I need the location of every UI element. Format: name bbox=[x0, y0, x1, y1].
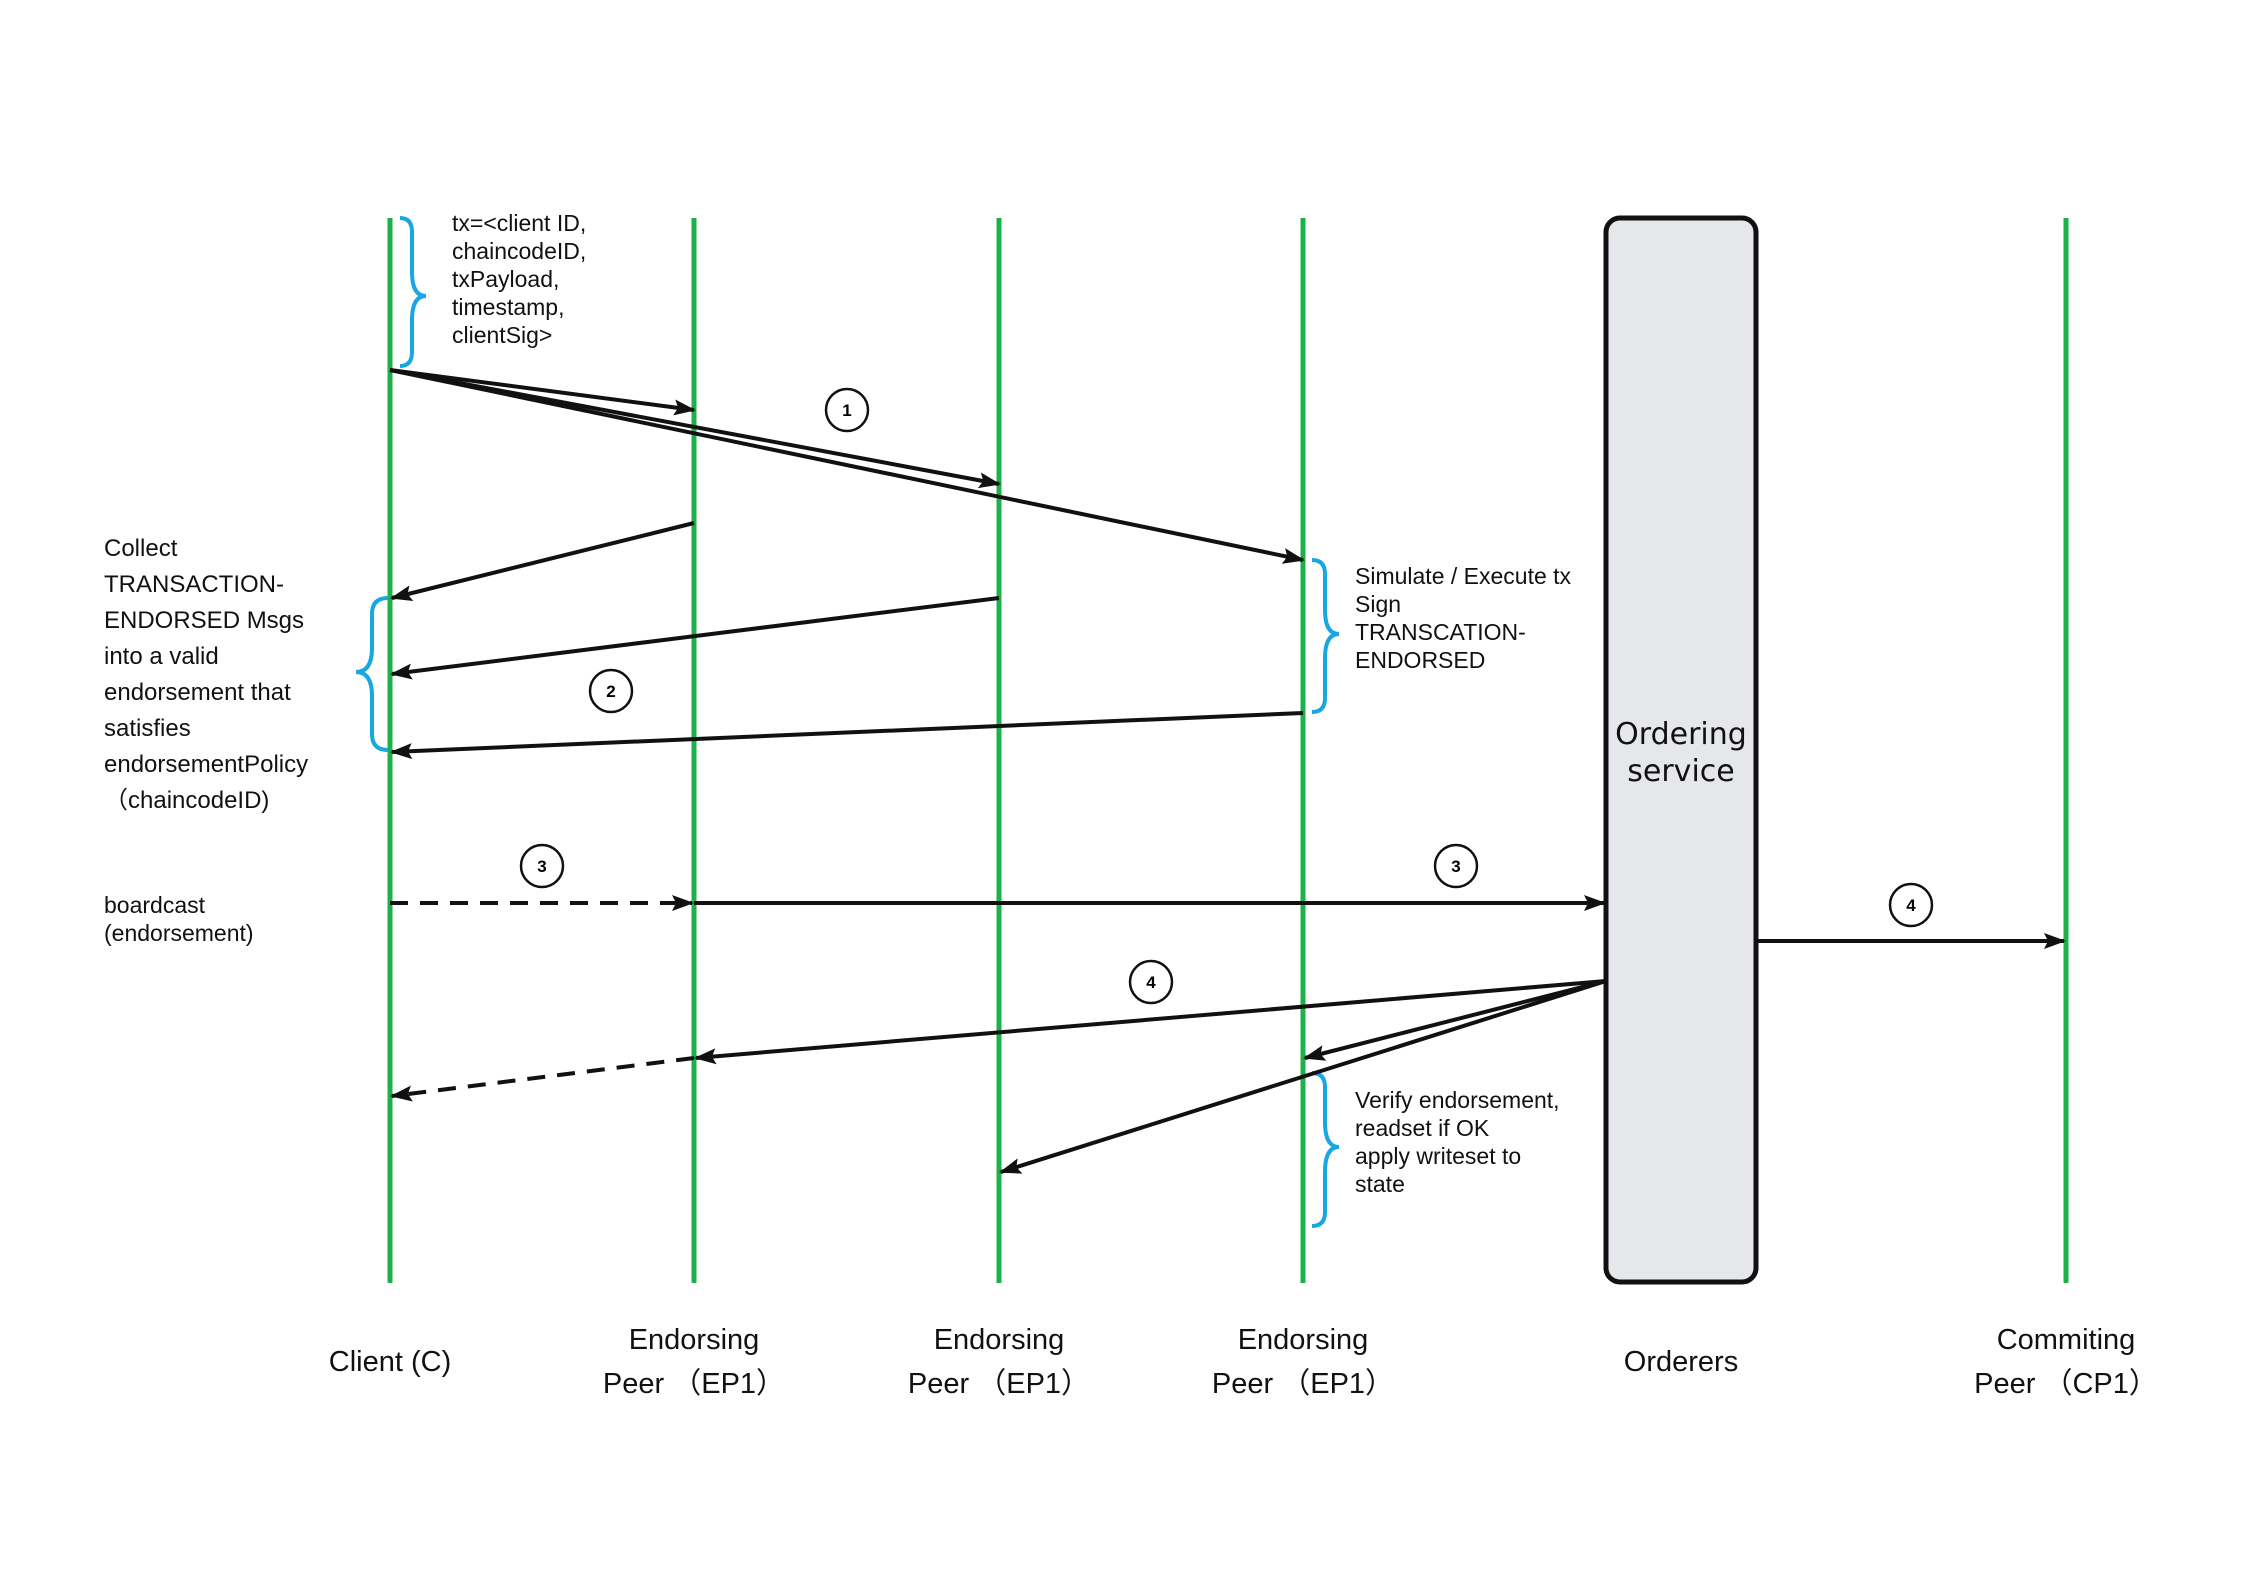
brace-collect bbox=[355, 596, 389, 752]
arrow-request-ep1a bbox=[389, 368, 696, 416]
step-circle-3a: 3 bbox=[519, 843, 565, 889]
column-label-endorsing-peer-1: Endorsing Peer （EP1） bbox=[602, 1324, 786, 1400]
arrow-request-ep1b bbox=[389, 368, 1001, 489]
column-label-orderers: Orderers bbox=[1623, 1346, 1739, 1378]
column-label-endorsing-peer-3: Endorsing Peer （EP1） bbox=[1211, 1324, 1395, 1400]
arrow-deliver-ep1a bbox=[694, 979, 1607, 1065]
arrow-response-ep1b bbox=[390, 596, 1000, 680]
note-tx-format: tx=<client ID, chaincodeID, txPayload, t… bbox=[452, 210, 587, 348]
step-circle-2: 2 bbox=[588, 668, 634, 714]
arrow-response-ep1c bbox=[390, 711, 1304, 760]
ordering-service-label: Ordering service bbox=[1615, 717, 1747, 789]
brace-tx-format bbox=[399, 216, 427, 368]
annotation-collect: Collect TRANSACTION- ENDORSED Msgs into … bbox=[104, 535, 309, 814]
note-verify: Verify endorsement, readset if OK apply … bbox=[1355, 1087, 1560, 1197]
column-label-endorsing-peer-2: Endorsing Peer （EP1） bbox=[907, 1324, 1091, 1400]
step-label-2: 2 bbox=[606, 682, 615, 701]
arrow-response-ep1a bbox=[390, 521, 695, 601]
step-label-3b: 3 bbox=[1451, 857, 1460, 876]
note-simulate: Simulate / Execute tx Sign TRANSCATION- … bbox=[1355, 563, 1572, 673]
annotation-broadcast: boardcast (endorsement) bbox=[104, 892, 254, 946]
brace-simulate bbox=[1311, 558, 1340, 714]
step-label-3a: 3 bbox=[537, 857, 546, 876]
column-label-committing-peer: Commiting Peer （CP1） bbox=[1974, 1324, 2158, 1400]
brace-verify bbox=[1311, 1071, 1340, 1228]
arrow-deliver-ep1c bbox=[1303, 979, 1607, 1061]
arrow-deliver-client-dashed bbox=[390, 1056, 695, 1102]
step-circle-4a: 4 bbox=[1888, 882, 1934, 928]
arrow-deliver-ep1b bbox=[999, 979, 1607, 1174]
column-label-client: Client (C) bbox=[328, 1346, 452, 1378]
ordering-service-box bbox=[1603, 215, 1759, 1285]
arrow-request-ep1c bbox=[389, 368, 1305, 564]
step-label-4b: 4 bbox=[1146, 973, 1156, 992]
step-circle-1: 1 bbox=[824, 387, 870, 433]
step-circle-3b: 3 bbox=[1433, 843, 1479, 889]
step-label-4a: 4 bbox=[1906, 896, 1916, 915]
step-label-1: 1 bbox=[842, 401, 851, 420]
step-circle-4b: 4 bbox=[1128, 959, 1174, 1005]
